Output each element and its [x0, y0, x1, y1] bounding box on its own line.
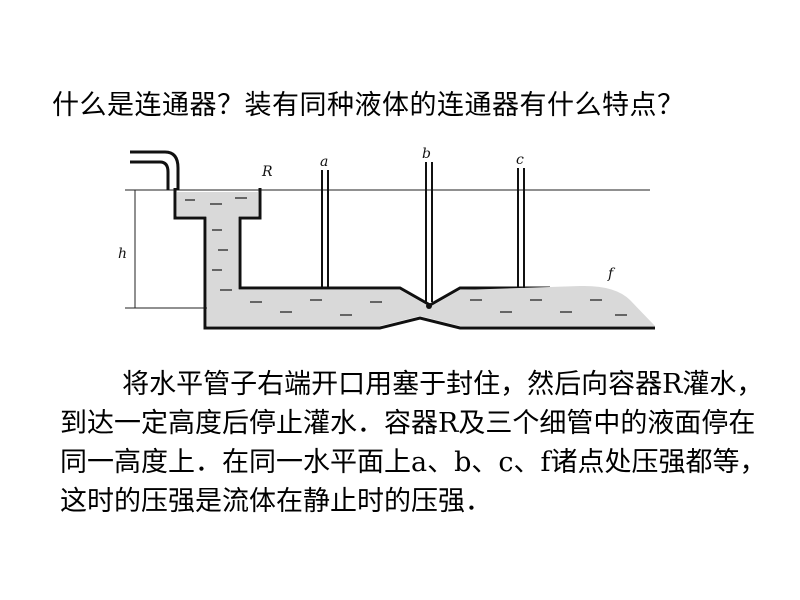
connected-vessels-diagram: h R a b c f — [118, 146, 655, 330]
label-a: a — [320, 154, 328, 170]
vessel-inner-wall — [238, 188, 550, 307]
constriction-point — [426, 303, 432, 309]
liquid — [177, 192, 655, 326]
explanation-paragraph: 将水平管子右端开口用塞于封住，然后向容器R灌水，到达一定高度后停止灌水．容器R及… — [60, 369, 767, 517]
label-c: c — [516, 152, 524, 168]
question-heading: 什么是连通器？装有同种液体的连通器有什么特点？ — [52, 90, 685, 121]
label-outlet: f — [607, 266, 616, 282]
liquid-texture — [185, 197, 627, 316]
inlet-pipe-inner — [130, 160, 170, 190]
label-vessel: R — [261, 164, 273, 180]
label-b: b — [422, 146, 431, 162]
height-label: h — [118, 246, 127, 262]
inlet-pipe — [130, 150, 180, 190]
vessel-outer-wall — [173, 188, 655, 330]
